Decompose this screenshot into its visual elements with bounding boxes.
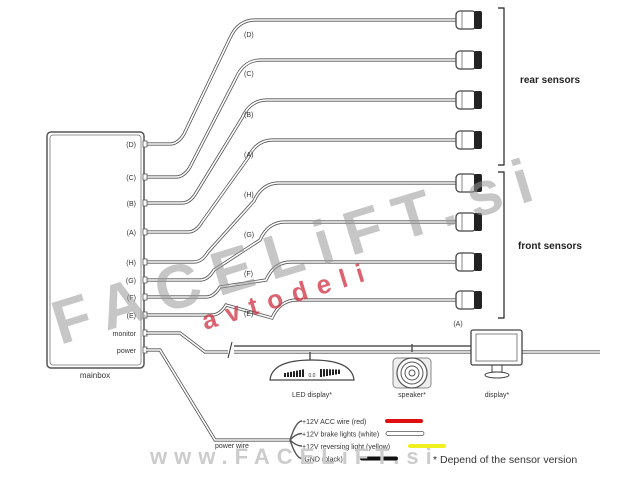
led-display-icon: 0.0 [269,359,355,381]
power-wire-label: +12V reversing light (yellow) [302,444,390,451]
led-readout: 0.0 [309,373,316,379]
sensor-icon [455,50,482,70]
wire-label: (E) [244,311,253,318]
wire-label: (C) [244,71,254,78]
sensor-icon [455,130,482,150]
wire-label: (F) [244,271,253,278]
port-label: (A) [127,230,136,237]
wire-label: (H) [244,192,254,199]
sensor-icon [455,290,482,310]
sensor-wire [146,18,458,146]
display-label: display* [485,392,510,399]
rear-sensors-label: rear sensors [520,75,580,86]
port-label: monitor [113,331,137,338]
port-label: (F) [127,295,136,302]
watermark-url: www.FACELiFT.si [149,444,439,469]
port-label: (E) [127,313,136,320]
footnote: * Depend of the sensor version [433,454,577,466]
sensor-icon [455,90,482,110]
front-sensors-label: front sensors [518,241,582,252]
mainbox [46,131,145,369]
wire-label: (A) [244,152,253,159]
sensor-icon [455,173,482,193]
speaker-icon [392,357,432,389]
power-wire-label: +12V ACC wire (red) [302,419,366,426]
sensor-icon [455,212,482,232]
wire-label: (G) [244,232,254,239]
power-wire-label: +12V brake lights (white) [302,432,379,439]
speaker-label: speaker* [398,392,426,399]
port-label: (C) [126,175,136,182]
power-wire-label: power wire [215,443,249,450]
port-label: power [117,348,137,355]
sensor-icon [455,252,482,272]
power-wire-label: -GND (black) [302,457,343,464]
port-label: (B) [127,201,136,208]
bottom-sensor-label: (A) [453,321,462,328]
led-display-label: LED display* [292,392,332,399]
front-bracket [498,171,505,319]
sensor-icon [455,10,482,30]
wire-color-swatch [385,431,425,436]
port-label: (D) [126,142,136,149]
wire-color-swatch [360,456,398,461]
rear-bracket [498,7,505,166]
wire-color-swatch [408,444,446,448]
monitor-icon [470,329,523,379]
port-label: (H) [126,260,136,267]
wire-color-swatch [385,419,423,423]
mainbox-label: mainbox [80,371,110,380]
port-label: (G) [126,278,136,285]
wire-label: (D) [244,32,254,39]
wire-label: (B) [244,112,253,119]
